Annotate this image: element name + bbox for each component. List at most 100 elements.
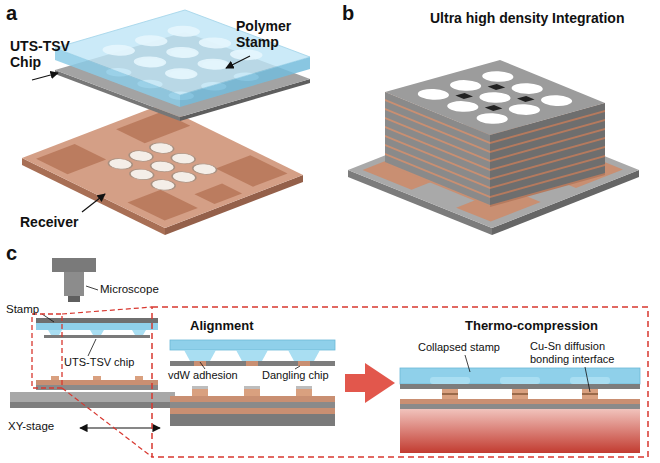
motion-arrow	[80, 427, 160, 428]
via-hole	[455, 93, 473, 99]
process-arrow	[345, 374, 371, 392]
xy-stage	[10, 402, 175, 408]
bond-pad	[188, 162, 222, 177]
stage-panel: Alignment	[160, 316, 345, 450]
stamp-post	[128, 33, 174, 48]
zoom-line	[62, 388, 152, 457]
receiver-top	[22, 105, 303, 228]
receiver-layer	[170, 414, 335, 426]
zoom-line	[62, 307, 152, 314]
part-label: Receiver	[20, 214, 100, 230]
bond-interface	[512, 393, 528, 395]
copper-bump	[296, 389, 312, 396]
panel-heading: Ultra high density Integration	[430, 10, 658, 26]
part-label: Polymer Stamp	[236, 18, 316, 50]
xy-stage	[10, 392, 175, 402]
receiver-plate	[22, 105, 303, 228]
chip-layer	[385, 155, 605, 205]
copper-bump	[51, 376, 59, 380]
leader-line	[465, 355, 470, 372]
leader-arrow	[82, 194, 105, 212]
heater-plate	[400, 409, 640, 453]
stamp-post	[96, 43, 142, 58]
receiver-layer	[170, 408, 335, 414]
stamp-holder	[36, 318, 158, 323]
part-label: Stamp	[6, 303, 56, 316]
receiver-layer	[400, 399, 640, 404]
chip-layer	[44, 335, 150, 338]
solder-cap	[296, 386, 312, 389]
collapsed-post	[500, 377, 540, 384]
stamp-post	[48, 330, 62, 335]
chip-top	[385, 60, 605, 135]
stamp-layer	[400, 368, 640, 384]
stage-heading: Thermo-compression	[465, 318, 647, 333]
leader-arrow	[226, 56, 250, 68]
bond-interface	[582, 393, 598, 395]
part-label: Microscope	[100, 283, 180, 296]
receiver-layer	[170, 402, 335, 408]
microscope-body	[52, 258, 96, 272]
leader-line	[200, 362, 205, 369]
stamp-layer	[36, 323, 158, 330]
bond-interface	[442, 393, 458, 395]
receiver-layer	[400, 404, 640, 409]
callout-label: Collapsed stamp	[418, 341, 518, 354]
solder-cap	[192, 386, 208, 389]
receiver-layer	[170, 396, 335, 402]
bond-pad	[145, 141, 179, 156]
leader-line	[86, 286, 98, 290]
tsv-pad	[246, 361, 258, 366]
zoom-frame	[32, 314, 62, 388]
tsv-via	[473, 90, 517, 105]
stamp-post	[161, 24, 207, 39]
stamp-post	[160, 45, 206, 60]
microscope-column	[64, 272, 84, 296]
part-label: XY-stage	[8, 420, 78, 433]
microscope-lens	[68, 296, 80, 302]
copper-bump	[192, 389, 208, 396]
leader-line	[295, 366, 300, 369]
stamp-layer	[170, 340, 335, 350]
tsv-via	[476, 69, 520, 84]
leader-arrow	[32, 73, 58, 80]
tsv-via	[470, 111, 514, 126]
tsv-pad	[194, 361, 206, 366]
tsv-via	[505, 81, 549, 96]
part-label: UTS-TSV Chip	[10, 38, 82, 70]
stage-panel: Thermo-compression	[395, 316, 647, 450]
copper-trace	[36, 144, 106, 174]
bond-pad	[166, 151, 200, 166]
tsv-via	[535, 93, 579, 108]
leader-line	[585, 367, 590, 392]
via-hole	[485, 105, 503, 111]
panel-letter: a	[6, 2, 28, 25]
tsv-via	[411, 87, 455, 102]
callout-label: Cu-Sn diffusion bonding interface	[530, 340, 642, 365]
stamp-post	[132, 330, 146, 335]
collapsed-post	[570, 377, 610, 384]
part-label: UTS-TSV chip	[64, 356, 164, 369]
copper-trace	[194, 184, 242, 204]
stamp-post	[192, 35, 238, 50]
stamp-post	[184, 350, 216, 361]
stamp-post	[90, 330, 104, 335]
stamp-post	[288, 350, 320, 361]
tsv-via	[444, 78, 488, 93]
receiver-layer	[36, 380, 158, 385]
solder-cap	[244, 386, 260, 389]
via-hole	[488, 84, 506, 90]
callout-label: Dangling chip	[262, 369, 342, 382]
copper-bump	[93, 376, 101, 380]
copper-bump	[244, 389, 260, 396]
stamp-post	[158, 66, 204, 81]
chip-layer	[400, 384, 640, 389]
zoom-frame	[152, 307, 648, 457]
stamp-post	[127, 54, 173, 69]
leader-line	[88, 339, 96, 356]
collapsed-post	[430, 377, 470, 384]
via-hole	[517, 96, 535, 102]
